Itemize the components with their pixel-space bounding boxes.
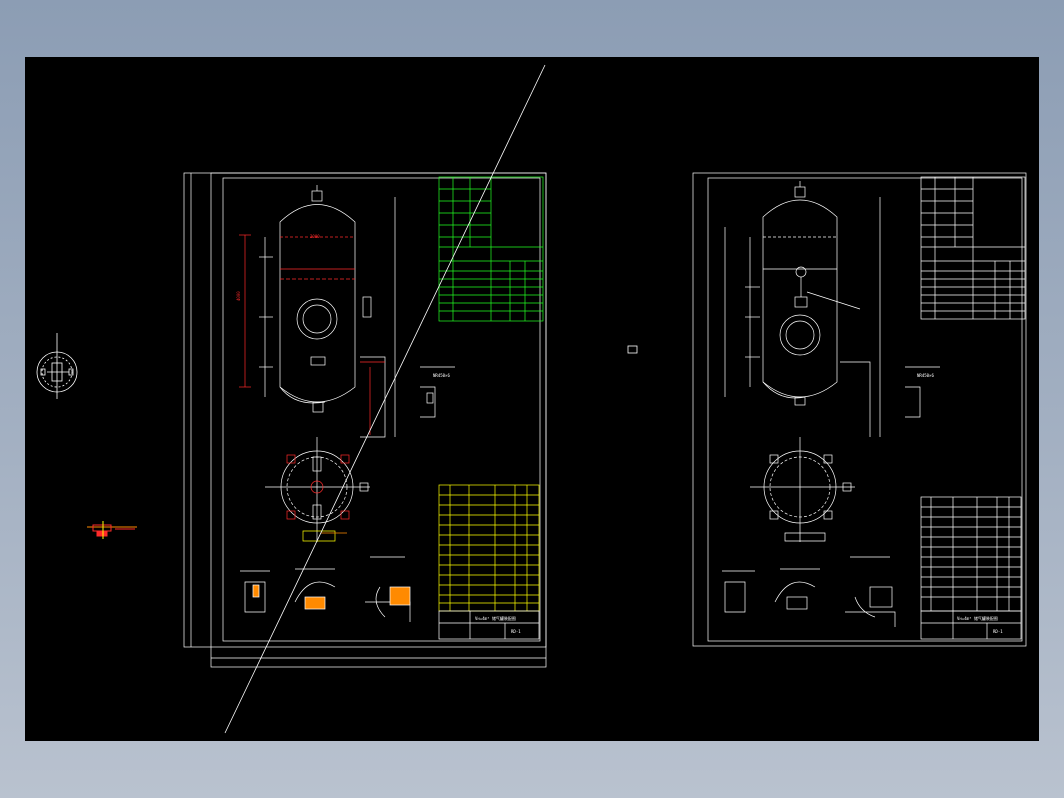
vessel-front-view <box>239 185 396 438</box>
vessel-front-view-right <box>724 181 881 437</box>
parts-list-right <box>920 496 1022 612</box>
crosshair-marker-icon <box>87 521 137 539</box>
dim-height-label: 4000 <box>236 291 241 301</box>
viewport-marker-icon[interactable] <box>627 345 638 354</box>
title-block-text-left: Vн=4m³ 储气罐装配图 <box>475 615 516 621</box>
dim-width-label: 2000 <box>310 234 320 239</box>
technical-table-green <box>438 176 544 322</box>
svg-text:NR450×6: NR450×6 <box>433 373 450 378</box>
title-block-right: Vн=4m³ 储气罐装配图 RD-1 <box>920 610 1022 640</box>
parts-list-yellow <box>438 484 540 612</box>
left-sheet[interactable]: 4000 2000 <box>183 172 547 668</box>
title-block-left: Vн=4m³ 储气罐装配图 RD-1 <box>438 610 540 640</box>
vessel-top-view <box>265 437 370 542</box>
svg-text:NR450×6: NR450×6 <box>917 373 934 378</box>
construction-line <box>224 64 546 734</box>
vessel-top-view-right <box>750 437 855 542</box>
detail-views-right <box>722 556 896 627</box>
right-sheet[interactable]: NR450×6 <box>692 172 1027 647</box>
drawing-canvas[interactable]: 4000 2000 <box>25 57 1039 741</box>
technical-table-right <box>920 176 1026 320</box>
flange-detail-icon <box>36 333 78 399</box>
drawing-no-right: RD-1 <box>993 629 1003 634</box>
cad-drawing: 4000 2000 <box>36 64 1027 734</box>
nozzle-detail: NR450×6 <box>420 366 455 418</box>
title-block-text-right: Vн=4m³ 储气罐装配图 <box>957 615 998 621</box>
detail-views <box>240 556 411 622</box>
drawing-no-left: RD-1 <box>511 629 521 634</box>
nozzle-detail-right: NR450×6 <box>905 366 940 418</box>
